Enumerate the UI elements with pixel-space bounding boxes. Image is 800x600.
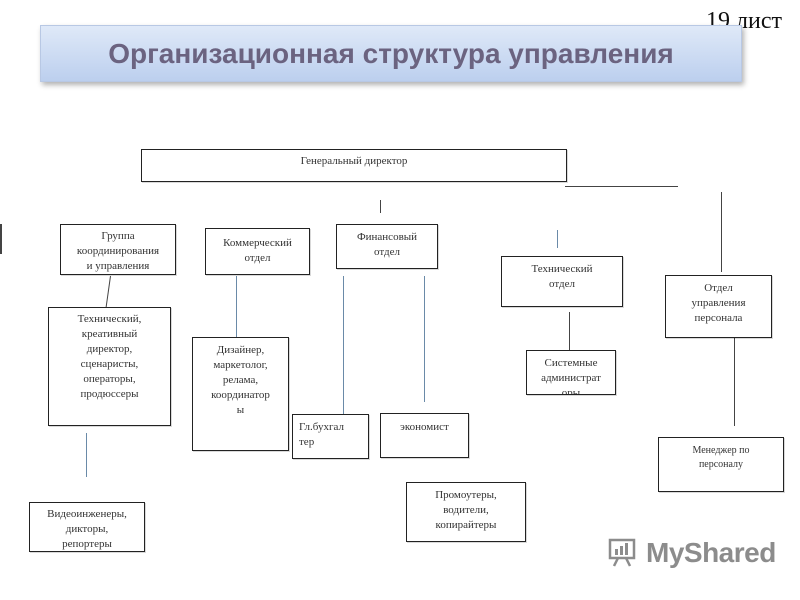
connector-line [105, 275, 111, 308]
connector-line [424, 276, 425, 402]
finance-dept-box: Финансовый отдел [336, 224, 438, 269]
commercial-dept-box: Коммерческий отдел [205, 228, 310, 275]
connector-line [569, 312, 570, 350]
economist-box: экономист [380, 413, 469, 458]
connector-line [380, 200, 381, 213]
general-director-box: Генеральный директор [141, 149, 567, 182]
connector-line [86, 433, 87, 477]
connector-line [557, 230, 558, 248]
connector-line [721, 192, 722, 272]
myshared-logo-icon [608, 538, 636, 567]
hr-dept-box: Отдел управления персонала [665, 275, 772, 338]
creative-staff-box: Технический, креативный директор, сценар… [48, 307, 171, 426]
page-title: Организационная структура управления [108, 37, 674, 69]
coordination-group-box: Группа координирования и управления [60, 224, 176, 275]
chief-accountant-box: Гл.бухгал тер [292, 414, 369, 459]
watermark-text: MyShared [646, 537, 776, 568]
technical-dept-box: Технический отдел [501, 256, 623, 307]
hr-manager-box: Менеджер по персоналу [658, 437, 784, 492]
designers-box: Дизайнер, маркетолог, релама, координато… [192, 337, 289, 451]
sysadmins-box: Системные администрат оры [526, 350, 616, 395]
promoters-box: Промоутеры, водители, копирайтеры [406, 482, 526, 542]
connector-line [0, 224, 2, 254]
video-engineers-box: Видеоинженеры, дикторы, репортеры [29, 502, 145, 552]
watermark: MyShared [608, 537, 776, 569]
title-banner: Организационная структура управления [40, 25, 742, 82]
connector-line [236, 276, 237, 338]
connector-line [343, 276, 344, 414]
connector-line [565, 186, 678, 187]
connector-line [734, 338, 735, 426]
